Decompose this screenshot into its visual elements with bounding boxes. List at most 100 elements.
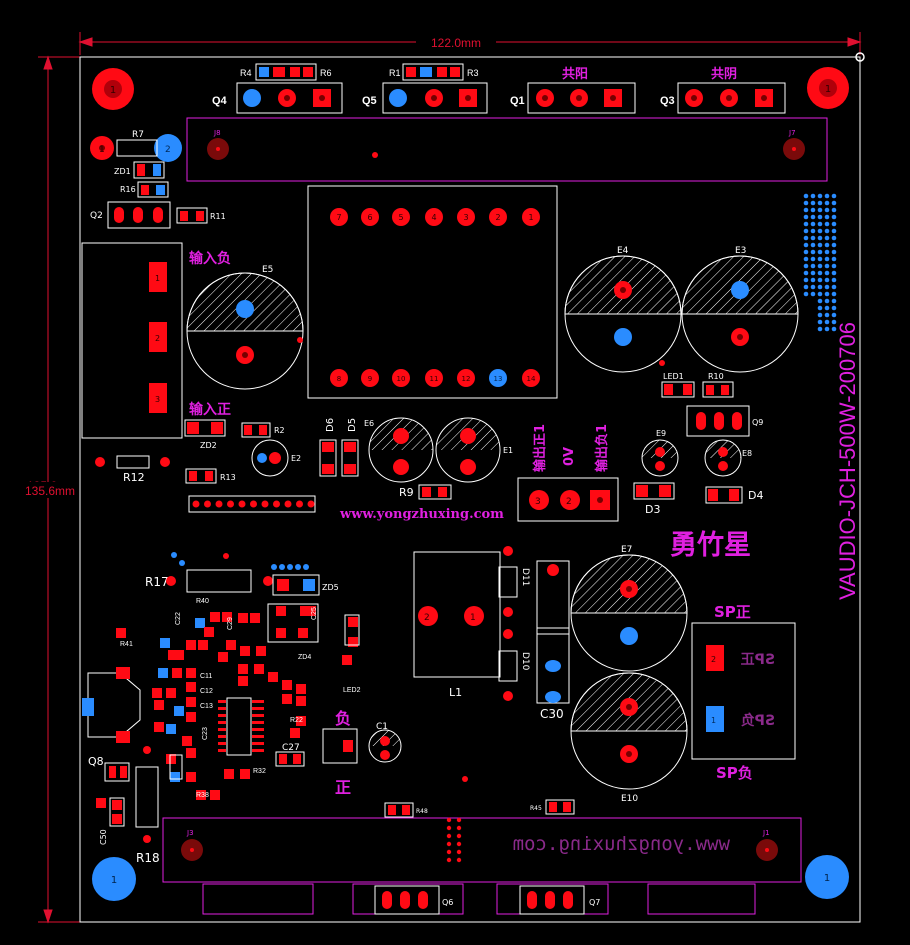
via bbox=[817, 291, 823, 297]
e10-label: E10 bbox=[621, 794, 638, 804]
smd-pad bbox=[154, 700, 164, 710]
smd-outline bbox=[267, 603, 319, 643]
ic-pads bbox=[218, 700, 264, 752]
smd-pad bbox=[182, 736, 192, 746]
ic-pad bbox=[218, 714, 226, 717]
led1-label: LED1 bbox=[663, 372, 684, 381]
via bbox=[831, 200, 837, 206]
via bbox=[810, 235, 816, 241]
out-zero-label: 0V bbox=[562, 447, 577, 466]
d10-label: D10 bbox=[520, 652, 530, 671]
j8-j7-connector bbox=[186, 117, 828, 182]
module-pin: 5 bbox=[398, 213, 403, 222]
via bbox=[810, 256, 816, 262]
smd-pad bbox=[218, 652, 228, 662]
via bbox=[456, 825, 462, 831]
header-pad bbox=[250, 500, 257, 508]
module-pin: 9 bbox=[368, 375, 372, 383]
smd-pad bbox=[186, 668, 196, 678]
sp-neg-mirror: SP负 bbox=[741, 712, 775, 729]
via bbox=[817, 284, 823, 290]
via bbox=[824, 249, 830, 255]
smd-pad bbox=[296, 684, 306, 694]
c13-label: C13 bbox=[200, 703, 213, 710]
pin-header-pads bbox=[192, 500, 315, 508]
output-pin3: 3 bbox=[535, 497, 541, 507]
ic-pad bbox=[218, 721, 226, 724]
via bbox=[803, 256, 809, 262]
smd-pad bbox=[276, 606, 286, 616]
via bbox=[803, 207, 809, 213]
out-neg-label: 输出负1 bbox=[594, 424, 610, 472]
center-module-pads-top bbox=[330, 208, 540, 226]
via bbox=[831, 214, 837, 220]
via bbox=[831, 235, 837, 241]
capacitor-e10 bbox=[570, 672, 688, 790]
via bbox=[810, 277, 816, 283]
via bbox=[817, 256, 823, 262]
via bbox=[810, 284, 816, 290]
smd-pad bbox=[296, 716, 306, 726]
via bbox=[803, 242, 809, 248]
d11-label: D11 bbox=[520, 568, 530, 586]
via bbox=[817, 319, 823, 325]
smd-pad bbox=[210, 790, 220, 800]
module-pin: 3 bbox=[463, 213, 468, 222]
via bbox=[810, 200, 816, 206]
via bbox=[824, 277, 830, 283]
via bbox=[831, 270, 837, 276]
origin-marker bbox=[855, 52, 865, 62]
r32-label: R32 bbox=[253, 768, 266, 775]
via bbox=[831, 207, 837, 213]
smd-pad bbox=[238, 613, 248, 623]
via bbox=[810, 228, 816, 234]
header-pad bbox=[273, 500, 280, 508]
input-neg-label: 输入负 bbox=[189, 250, 231, 267]
smd-pad bbox=[348, 617, 358, 627]
ic-pad bbox=[252, 728, 264, 731]
top-resistors bbox=[255, 63, 464, 81]
via bbox=[817, 200, 823, 206]
capacitor-e5 bbox=[186, 272, 304, 390]
inductor-l1 bbox=[413, 551, 501, 678]
via bbox=[831, 284, 837, 290]
smd-pad bbox=[158, 668, 168, 678]
neg-label: 负 bbox=[335, 709, 351, 728]
top-transistor-pads bbox=[243, 89, 773, 107]
header-pad bbox=[238, 500, 246, 508]
via bbox=[803, 228, 809, 234]
zd2-label: ZD2 bbox=[200, 441, 217, 450]
r45-label: R45 bbox=[530, 805, 542, 812]
ic-pad bbox=[218, 707, 226, 710]
via bbox=[824, 298, 830, 304]
via bbox=[824, 305, 830, 311]
output-terminal bbox=[517, 477, 619, 522]
via bbox=[817, 298, 823, 304]
e5-label: E5 bbox=[262, 265, 273, 275]
smd-pad bbox=[238, 664, 248, 674]
smd-pad bbox=[186, 712, 196, 722]
via bbox=[824, 235, 830, 241]
via bbox=[810, 242, 816, 248]
smd-pad bbox=[152, 688, 162, 698]
c22-label: C22 bbox=[175, 612, 182, 625]
ic-pad bbox=[252, 742, 264, 745]
hole-label: 1 bbox=[825, 84, 831, 95]
smd-pad bbox=[226, 640, 236, 650]
via bbox=[824, 207, 830, 213]
via bbox=[446, 833, 452, 839]
ic-pad bbox=[218, 749, 226, 752]
c27-label: C27 bbox=[282, 743, 300, 753]
via bbox=[456, 849, 462, 855]
sp-pin1: 1 bbox=[711, 716, 716, 725]
via bbox=[803, 193, 809, 199]
width-dimension-text: 122.0mm bbox=[431, 36, 481, 50]
via bbox=[831, 305, 837, 311]
via bbox=[810, 291, 816, 297]
smd-pad bbox=[166, 724, 176, 734]
j3-label: J3 bbox=[186, 829, 194, 837]
module-pin: 12 bbox=[462, 375, 471, 383]
smd-pad bbox=[116, 628, 126, 638]
via bbox=[810, 214, 816, 220]
via bbox=[803, 277, 809, 283]
